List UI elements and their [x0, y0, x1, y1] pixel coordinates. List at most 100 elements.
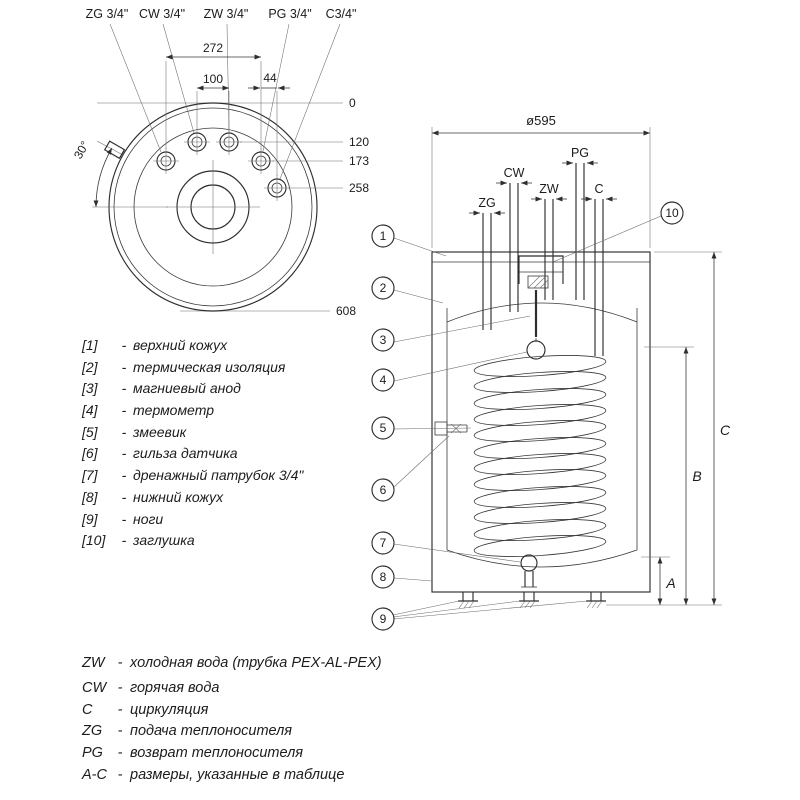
dim-100: 100: [203, 72, 223, 86]
top-port-labels: ZG 3/4" CW 3/4" ZW 3/4" PG 3/4" C3/4": [86, 7, 357, 180]
abbr-pg-sep: -: [118, 745, 123, 761]
legend-5-sep: -: [122, 424, 127, 440]
dim-letter-b: B: [692, 468, 701, 484]
dim-173: 173: [349, 154, 369, 168]
tank-casing: [431, 251, 651, 593]
legend-7-sep: -: [122, 467, 127, 483]
legend-1-sep: -: [122, 337, 127, 353]
port-pg: [248, 148, 274, 174]
port-c: [264, 175, 290, 201]
legend-3-label: магниевый анод: [133, 380, 241, 396]
port-label-zg: ZG 3/4": [86, 7, 129, 21]
port-zg: [153, 148, 179, 174]
port-label-pg: PG 3/4": [268, 7, 311, 21]
abbr-c-label: циркуляция: [130, 702, 209, 718]
abbr-cw-sep: -: [118, 680, 123, 696]
port-label-c: C3/4": [326, 7, 357, 21]
legend-4-sep: -: [122, 402, 127, 418]
callout-1: 1: [380, 229, 387, 243]
abbr-cw: CW: [82, 680, 107, 696]
callout-3: 3: [380, 333, 387, 347]
legend-5-label: змеевик: [132, 424, 188, 440]
dim-letter-c: C: [720, 422, 731, 438]
thermometer: [526, 338, 546, 360]
legend-4-label: термометр: [133, 402, 214, 418]
callouts: 1 2 3 4 5 6 7 8 9: [371, 201, 684, 631]
height-dimensions: A B C: [606, 251, 731, 606]
heating-coil: [473, 355, 607, 557]
legs: [458, 592, 606, 609]
dim-letter-a: A: [665, 575, 675, 591]
pipe-label-pg: PG: [571, 146, 589, 160]
angle-marking: 30°: [71, 138, 168, 208]
legend-2-num: [2]: [81, 359, 99, 375]
top-view: ZG 3/4" CW 3/4" ZW 3/4" PG 3/4" C3/4" 27…: [71, 7, 369, 318]
legend-6-num: [6]: [81, 445, 99, 461]
drain-port: [520, 554, 538, 588]
abbr-pg-label: возврат теплоносителя: [130, 745, 303, 761]
pipes: [482, 163, 604, 356]
dim-258: 258: [349, 181, 369, 195]
abbr-ac-sep: -: [118, 767, 123, 783]
abbr-zw-label: холодная вода (трубка PEX-AL-PEX): [129, 655, 382, 671]
top-dimensions: 272 100 44: [165, 41, 290, 176]
legend-4-num: [4]: [81, 402, 99, 418]
abbr-c-sep: -: [118, 702, 123, 718]
callout-8: 8: [380, 570, 387, 584]
dim-44: 44: [263, 71, 277, 85]
callout-2: 2: [380, 281, 387, 295]
side-view: PG CW ZW C ZG: [371, 113, 731, 631]
legend-1-label: верхний кожух: [133, 337, 228, 353]
callout-10: 10: [665, 206, 679, 220]
legend-7-label: дренажный патрубок 3/4": [133, 467, 304, 483]
dim-120: 120: [349, 135, 369, 149]
callout-7: 7: [380, 536, 387, 550]
legend-3-sep: -: [122, 380, 127, 396]
abbr-c: C: [82, 702, 93, 718]
diameter-dimension: ø595: [431, 113, 651, 248]
dim-diameter: ø595: [526, 113, 556, 128]
callout-6: 6: [380, 483, 387, 497]
dim-0: 0: [349, 96, 356, 110]
legend-6-sep: -: [122, 445, 127, 461]
pipe-label-zw: ZW: [539, 182, 559, 196]
abbr-cw-label: горячая вода: [130, 680, 219, 696]
abbr-ac-label: размеры, указанные в таблице: [129, 767, 344, 783]
abbr-zg: ZG: [81, 723, 102, 739]
pipe-labels: PG CW ZW C ZG: [469, 146, 617, 216]
legend-2-sep: -: [122, 359, 127, 375]
dim-angle-30: 30°: [71, 138, 92, 161]
abbr-zg-sep: -: [118, 723, 123, 739]
legend-6-label: гильза датчика: [133, 445, 238, 461]
legend-7-num: [7]: [81, 467, 99, 483]
legend-9-label: ноги: [133, 511, 163, 527]
legend-3-num: [3]: [81, 380, 99, 396]
callout-4: 4: [380, 373, 387, 387]
legend-2-label: термическая изоляция: [133, 359, 286, 375]
abbr-zg-label: подача теплоносителя: [130, 723, 292, 739]
legend-8-num: [8]: [81, 489, 99, 505]
top-plug-detail: [518, 255, 564, 289]
abbr-zw: ZW: [81, 655, 106, 671]
abbr-pg: PG: [82, 745, 103, 761]
side-fitting: [103, 140, 126, 160]
legend-10-sep: -: [122, 532, 127, 548]
legend-10-num: [10]: [81, 532, 106, 548]
dim-608: 608: [336, 304, 356, 318]
legend-5-num: [5]: [81, 424, 99, 440]
sensor-well: [434, 421, 468, 436]
pipe-label-c: C: [594, 182, 603, 196]
legend-10-label: заглушка: [132, 532, 195, 548]
pipe-label-zg: ZG: [478, 196, 495, 210]
abbr-zw-sep: -: [118, 655, 123, 671]
dim-272: 272: [203, 41, 223, 55]
port-zw: [216, 129, 242, 155]
port-cw: [184, 129, 210, 155]
abbr-ac: A-C: [81, 767, 108, 783]
callout-9: 9: [380, 612, 387, 626]
pipe-label-cw: CW: [504, 166, 525, 180]
abbreviation-list: ZW - холодная вода (трубка PEX-AL-PEX) C…: [81, 655, 382, 783]
legend-9-num: [9]: [81, 511, 99, 527]
